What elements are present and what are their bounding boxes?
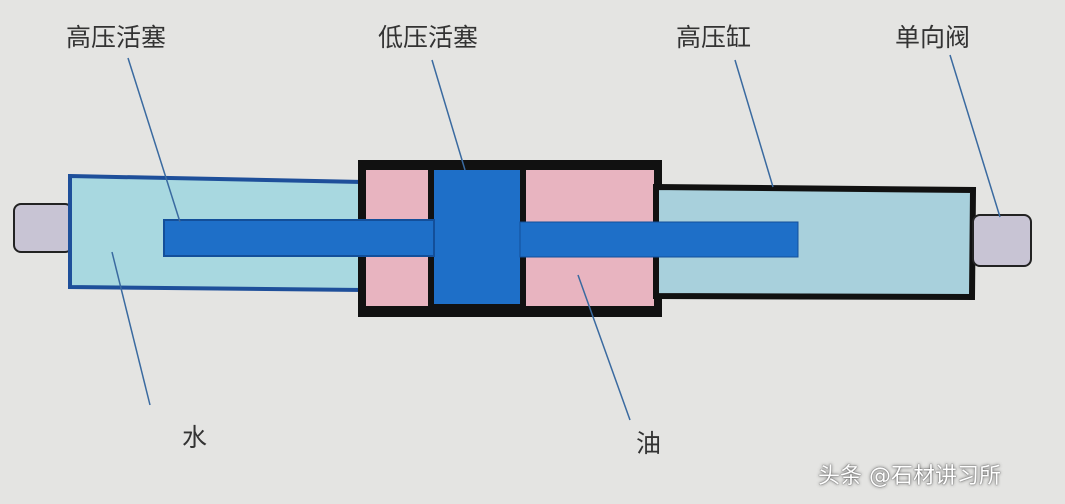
- watermark: 头条 @石材讲习所: [818, 464, 1001, 489]
- leader-high-pressure-cylinder: [734, 59, 774, 188]
- leader-oil: [577, 274, 631, 421]
- leader-water: [111, 251, 151, 406]
- label-check-valve: 单向阀: [895, 23, 971, 52]
- leader-check-valve: [949, 54, 1001, 218]
- leader-low-pressure-piston: [431, 59, 466, 171]
- label-high-pressure-piston: 高压活塞: [66, 23, 167, 52]
- right-piston-rod: [519, 221, 799, 258]
- label-high-pressure-cylinder: 高压缸: [676, 23, 752, 52]
- right-high-pressure-cylinder: [653, 183, 977, 301]
- label-water: 水: [182, 423, 208, 452]
- label-oil: 油: [636, 429, 662, 458]
- leader-high-pressure-piston: [127, 57, 181, 223]
- left-check-valve: [13, 203, 73, 253]
- low-pressure-piston: [434, 170, 520, 304]
- label-low-pressure-piston: 低压活塞: [378, 23, 479, 52]
- right-check-valve: [972, 214, 1032, 267]
- left-piston-rod: [163, 219, 435, 257]
